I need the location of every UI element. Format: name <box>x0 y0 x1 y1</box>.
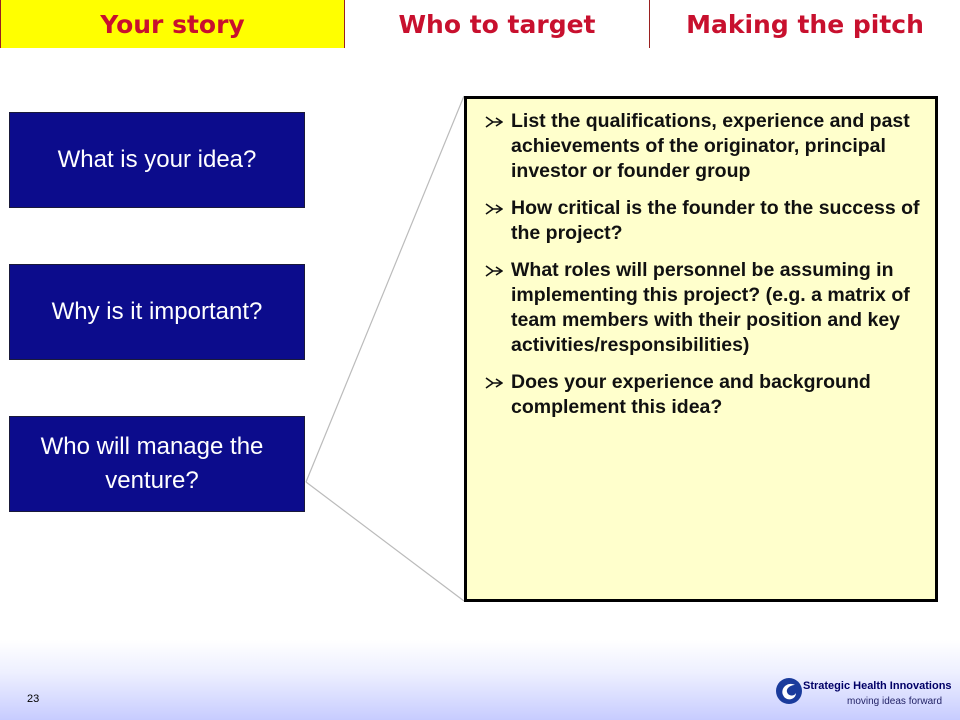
detail-text: Does your experience and background comp… <box>511 371 871 418</box>
question-box-idea: What is your idea? <box>9 112 305 208</box>
detail-item: List the qualifications, experience and … <box>485 109 931 184</box>
tab-your-story[interactable]: Your story <box>0 0 345 48</box>
detail-callout-box: List the qualifications, experience and … <box>464 96 938 602</box>
org-tagline: moving ideas forward <box>847 696 943 707</box>
question-label-management: Who will manage the venture? <box>40 433 264 494</box>
org-name: Strategic Health Innovations <box>803 680 952 692</box>
arrow-bullet-icon <box>485 116 503 128</box>
connector-line-bottom <box>305 481 465 602</box>
tab-who-to-target[interactable]: Who to target <box>345 0 650 48</box>
detail-item: Does your experience and background comp… <box>485 370 931 420</box>
arrow-bullet-icon <box>485 265 503 277</box>
swirl-logo-icon <box>776 678 802 704</box>
detail-text: What roles will personnel be assuming in… <box>511 259 910 356</box>
arrow-bullet-icon <box>485 377 503 389</box>
detail-item: How critical is the founder to the succe… <box>485 196 931 246</box>
connector-line-top <box>305 95 465 483</box>
question-box-management: Who will manage the venture? <box>9 416 305 512</box>
question-box-importance: Why is it important? <box>9 264 305 360</box>
section-tabs: Your story Who to target Making the pitc… <box>0 0 960 48</box>
tab-making-the-pitch[interactable]: Making the pitch <box>650 0 960 48</box>
arrow-bullet-icon <box>485 203 503 215</box>
detail-text: How critical is the founder to the succe… <box>511 197 920 244</box>
detail-item: What roles will personnel be assuming in… <box>485 258 931 358</box>
footer-gradient-band <box>0 640 960 720</box>
page-number: 23 <box>27 693 40 705</box>
detail-text: List the qualifications, experience and … <box>511 110 910 182</box>
